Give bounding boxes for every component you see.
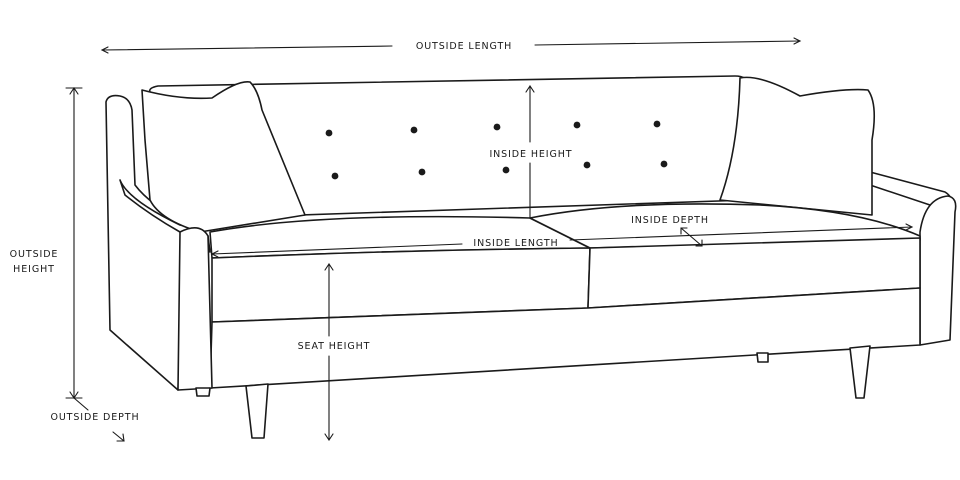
tufting-buttons <box>325 120 668 180</box>
tuft-button <box>325 129 333 137</box>
outside-height-arrow-top <box>69 87 79 95</box>
outside-depth-line-top <box>73 397 89 411</box>
tuft-button <box>493 123 501 131</box>
inside-length-line-right <box>569 226 913 241</box>
inside-depth-line <box>680 227 703 247</box>
seat-height-arrow-top <box>324 263 334 271</box>
sofa-front-left-leg <box>245 383 269 439</box>
tuft-button <box>418 168 426 176</box>
tuft-button <box>502 166 510 174</box>
sofa-left-arm-front <box>177 227 213 391</box>
outside-height-label-line2: HEIGHT <box>13 264 55 275</box>
seat-height-arrow-bottom <box>324 433 334 441</box>
tuft-button <box>573 121 581 129</box>
inside-height-label: INSIDE HEIGHT <box>489 149 572 160</box>
sofa-left-cushion-front <box>211 247 591 323</box>
sofa-back-left-leg <box>195 387 211 397</box>
outside-length-line-left <box>101 45 393 51</box>
tuft-button <box>653 120 661 128</box>
inside-length-arrow-left <box>210 250 219 258</box>
inside-length-arrow-right <box>905 223 914 231</box>
inside-height-arrow-top <box>525 85 535 93</box>
dimension-lines <box>65 37 914 442</box>
dimension-labels: OUTSIDE LENGTH OUTSIDE HEIGHT INSIDE HEI… <box>10 41 709 423</box>
outside-depth-label: OUTSIDE DEPTH <box>50 412 139 423</box>
tuft-button <box>660 160 668 168</box>
outside-depth-arrow <box>116 433 125 442</box>
outside-length-line-right <box>534 40 801 46</box>
sofa-illustration <box>105 75 957 439</box>
sofa-right-side <box>919 195 957 346</box>
inside-depth-arrow-bottom <box>695 239 703 247</box>
outside-length-arrow-right <box>793 37 802 45</box>
inside-depth-label: INSIDE DEPTH <box>631 215 709 226</box>
outside-height-label-line1: OUTSIDE <box>10 249 59 260</box>
sofa-back-right-leg <box>756 352 769 363</box>
sofa-left-pillow <box>141 81 306 233</box>
outside-length-arrow-left <box>100 46 109 54</box>
inside-length-line-left <box>211 243 463 255</box>
outside-depth-line-bottom <box>112 431 125 442</box>
tuft-button <box>410 126 418 134</box>
sofa-front-right-leg <box>849 345 871 399</box>
outside-length-label: OUTSIDE LENGTH <box>416 41 512 52</box>
inside-depth-arrow-top <box>680 227 688 235</box>
tuft-button <box>331 172 339 180</box>
inside-length-label: INSIDE LENGTH <box>473 238 558 249</box>
tuft-button <box>583 161 591 169</box>
sofa-right-pillow <box>719 76 876 216</box>
seat-height-label: SEAT HEIGHT <box>298 341 371 352</box>
